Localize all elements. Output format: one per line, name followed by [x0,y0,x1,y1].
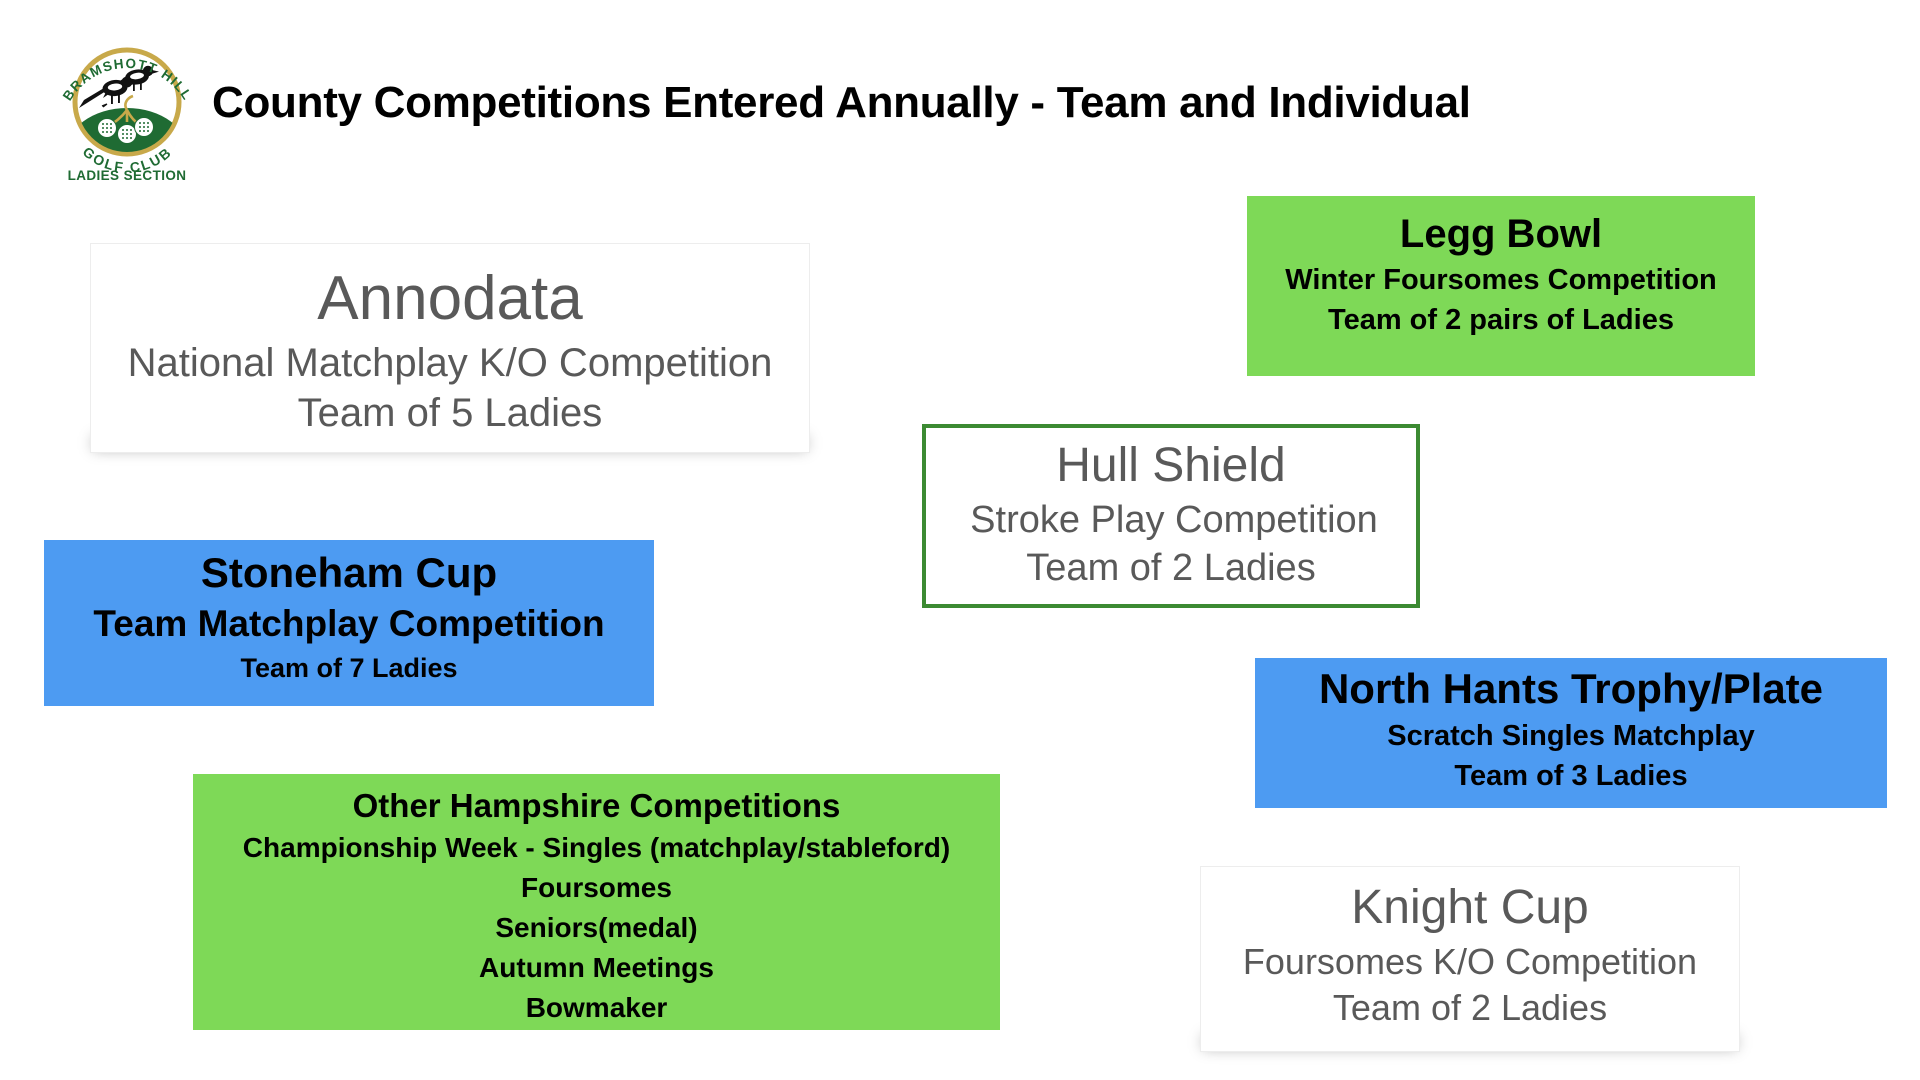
card-stoneham-cup-title: Stoneham Cup [200,549,498,596]
card-north-hants-trophy-plate: North Hants Trophy/Plate Scratch Singles… [1255,658,1887,808]
logo-subtitle-text: LADIES SECTION [68,168,187,183]
card-north-hants-line-2: Team of 3 Ladies [1454,760,1688,792]
page-title: County Competitions Entered Annually - T… [212,78,1471,127]
card-other-hampshire-line-3: Seniors(medal) [495,912,698,943]
card-other-hampshire-competitions: Other Hampshire Competitions Championshi… [193,774,1000,1030]
card-other-hampshire-line-5: Bowmaker [525,992,668,1023]
card-other-hampshire-line-1: Championship Week - Singles (matchplay/s… [242,832,951,863]
card-annodata-line-1: National Matchplay K/O Competition [127,341,773,385]
card-hull-shield-line-2: Team of 2 Ladies [1026,547,1316,589]
card-hull-shield-title: Hull Shield [1056,439,1286,492]
card-north-hants-line-1: Scratch Singles Matchplay [1387,720,1755,752]
card-legg-bowl-line-1: Winter Foursomes Competition [1285,264,1717,296]
card-other-hampshire-title: Other Hampshire Competitions [352,787,841,824]
card-hull-shield: Hull Shield Stroke Play Competition Team… [922,424,1420,608]
card-knight-cup: Knight Cup Foursomes K/O Competition Tea… [1200,866,1740,1052]
card-annodata: Annodata National Matchplay K/O Competit… [90,243,810,453]
card-knight-cup-line-2: Team of 2 Ladies [1332,987,1608,1028]
card-legg-bowl-line-2: Team of 2 pairs of Ladies [1328,304,1674,336]
card-stoneham-cup: Stoneham Cup Team Matchplay Competition … [44,540,654,706]
card-annodata-line-2: Team of 5 Ladies [297,391,603,435]
card-north-hants-title: North Hants Trophy/Plate [1318,665,1824,712]
card-stoneham-cup-line-2: Team of 7 Ladies [240,653,458,683]
card-legg-bowl: Legg Bowl Winter Foursomes Competition T… [1247,196,1755,376]
card-hull-shield-line-1: Stroke Play Competition [970,499,1378,541]
card-other-hampshire-line-2: Foursomes [521,872,672,903]
card-other-hampshire-line-4: Autumn Meetings [479,952,714,983]
card-knight-cup-line-1: Foursomes K/O Competition [1242,941,1698,982]
card-stoneham-cup-line-1: Team Matchplay Competition [93,603,605,644]
card-legg-bowl-title: Legg Bowl [1399,212,1603,256]
card-annodata-title: Annodata [317,264,583,333]
club-logo: BRAMSHOTT HILL GOLF CLUB LADIES SECTION [45,22,210,192]
card-knight-cup-title: Knight Cup [1351,881,1589,934]
